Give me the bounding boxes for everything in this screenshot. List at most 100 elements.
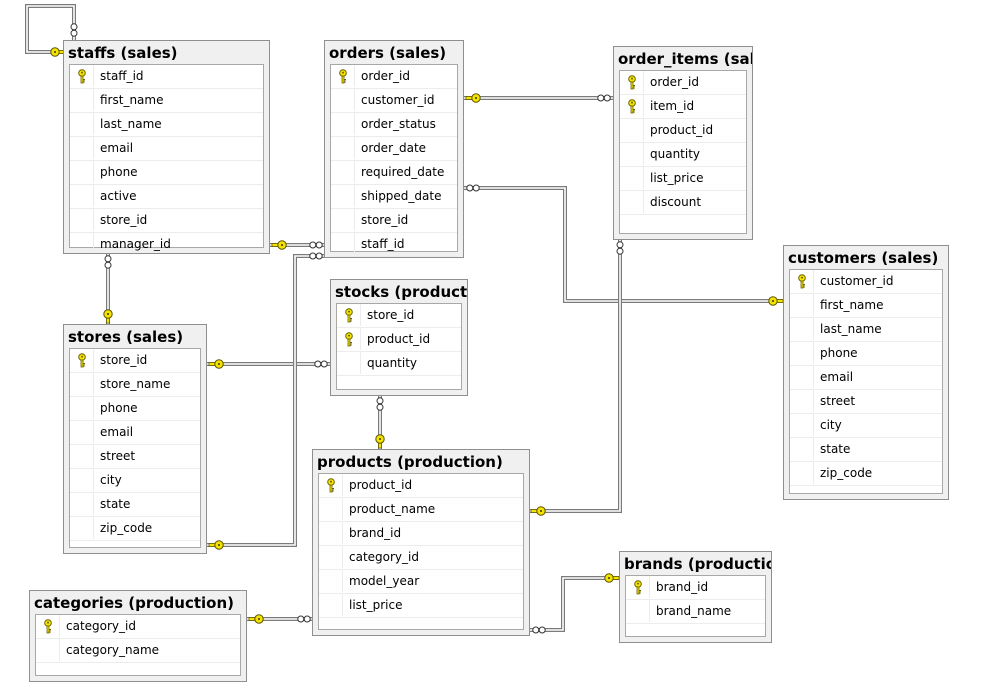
column-row[interactable]: product_id	[337, 328, 461, 352]
relationship-stores-orders[interactable]	[207, 252, 324, 550]
column-name: store_name	[100, 377, 171, 391]
column-row[interactable]: city	[70, 469, 200, 493]
column-row[interactable]: street	[790, 390, 942, 414]
column-row[interactable]: phone	[70, 397, 200, 421]
column-row[interactable]: customer_id	[331, 89, 457, 113]
relationship-products-stocks[interactable]	[375, 396, 385, 449]
column-row[interactable]: brand_id	[319, 522, 523, 546]
column-row[interactable]: staff_id	[331, 233, 457, 257]
table-stocks[interactable]: stocks (productio store_idproduct_idquan…	[330, 279, 468, 396]
column-name: store_id	[100, 213, 148, 227]
row-selector	[626, 576, 650, 598]
column-row[interactable]: zip_code	[790, 462, 942, 486]
column-row[interactable]: state	[790, 438, 942, 462]
relationship-key-icon	[271, 240, 287, 250]
column-row[interactable]: manager_id	[70, 233, 263, 253]
row-selector	[331, 89, 355, 111]
column-row[interactable]: product_id	[319, 474, 523, 498]
column-row[interactable]: store_id	[331, 209, 457, 233]
column-row[interactable]: category_id	[36, 615, 240, 639]
row-selector	[331, 233, 355, 255]
column-row[interactable]: product_id	[620, 119, 746, 143]
relationship-staffs-orders[interactable]	[270, 240, 324, 250]
column-row[interactable]: required_date	[331, 161, 457, 185]
column-row[interactable]: active	[70, 185, 263, 209]
column-row[interactable]: email	[790, 366, 942, 390]
row-selector	[331, 185, 355, 207]
primary-key-icon	[634, 580, 642, 595]
row-selector	[331, 209, 355, 231]
column-row[interactable]: phone	[790, 342, 942, 366]
primary-key-icon	[345, 308, 353, 323]
relationship-staffs-manager-self[interactable]	[25, 4, 78, 57]
column-row[interactable]: item_id	[620, 95, 746, 119]
column-row[interactable]: quantity	[620, 143, 746, 167]
table-title: order_items (sale	[618, 50, 752, 68]
column-row[interactable]: first_name	[790, 294, 942, 318]
column-row[interactable]: brand_id	[626, 576, 765, 600]
column-name: brand_id	[656, 580, 709, 594]
column-row[interactable]: email	[70, 421, 200, 445]
relationship-products-order_items[interactable]	[530, 240, 624, 516]
column-row[interactable]: order_id	[620, 71, 746, 95]
column-row[interactable]: zip_code	[70, 517, 200, 541]
column-name: manager_id	[100, 237, 171, 251]
column-row[interactable]: store_id	[70, 349, 200, 373]
column-row[interactable]: store_id	[70, 209, 263, 233]
primary-key-icon	[798, 274, 806, 289]
column-row[interactable]: list_price	[319, 594, 523, 618]
column-row[interactable]: customer_id	[790, 270, 942, 294]
column-row[interactable]: shipped_date	[331, 185, 457, 209]
column-row[interactable]: category_id	[319, 546, 523, 570]
relationship-stores-stocks[interactable]	[207, 359, 330, 369]
relationship-stores-staffs[interactable]	[103, 254, 113, 324]
column-row[interactable]: order_date	[331, 137, 457, 161]
column-name: state	[100, 497, 131, 511]
connector-line-inner	[530, 577, 619, 631]
primary-key-icon	[628, 75, 636, 90]
column-row[interactable]: order_id	[331, 65, 457, 89]
column-row[interactable]: product_name	[319, 498, 523, 522]
column-row[interactable]: category_name	[36, 639, 240, 663]
column-row[interactable]: list_price	[620, 167, 746, 191]
relationship-brands-products[interactable]	[530, 573, 620, 634]
column-name: customer_id	[361, 93, 435, 107]
column-row[interactable]: last_name	[70, 113, 263, 137]
row-selector	[70, 137, 94, 159]
column-row[interactable]: phone	[70, 161, 263, 185]
column-row[interactable]: last_name	[790, 318, 942, 342]
column-row[interactable]: discount	[620, 191, 746, 215]
relationship-orders-order_items[interactable]	[464, 93, 613, 103]
table-title: customers (sales)	[788, 249, 939, 267]
primary-key-icon	[628, 99, 636, 114]
column-row[interactable]: staff_id	[70, 65, 263, 89]
column-name: phone	[100, 165, 138, 179]
column-row[interactable]: first_name	[70, 89, 263, 113]
column-row[interactable]: email	[70, 137, 263, 161]
column-name: last_name	[820, 322, 882, 336]
column-row[interactable]: store_id	[337, 304, 461, 328]
column-row[interactable]: street	[70, 445, 200, 469]
relationship-many-icon	[376, 397, 384, 411]
column-row[interactable]: store_name	[70, 373, 200, 397]
column-row[interactable]: model_year	[319, 570, 523, 594]
column-row[interactable]: order_status	[331, 113, 457, 137]
relationship-categories-products[interactable]	[247, 614, 312, 624]
column-row[interactable]: city	[790, 414, 942, 438]
column-row[interactable]: quantity	[337, 352, 461, 376]
row-selector	[70, 65, 94, 87]
column-row[interactable]: brand_name	[626, 600, 765, 624]
row-selector	[70, 89, 94, 111]
column-row[interactable]: state	[70, 493, 200, 517]
